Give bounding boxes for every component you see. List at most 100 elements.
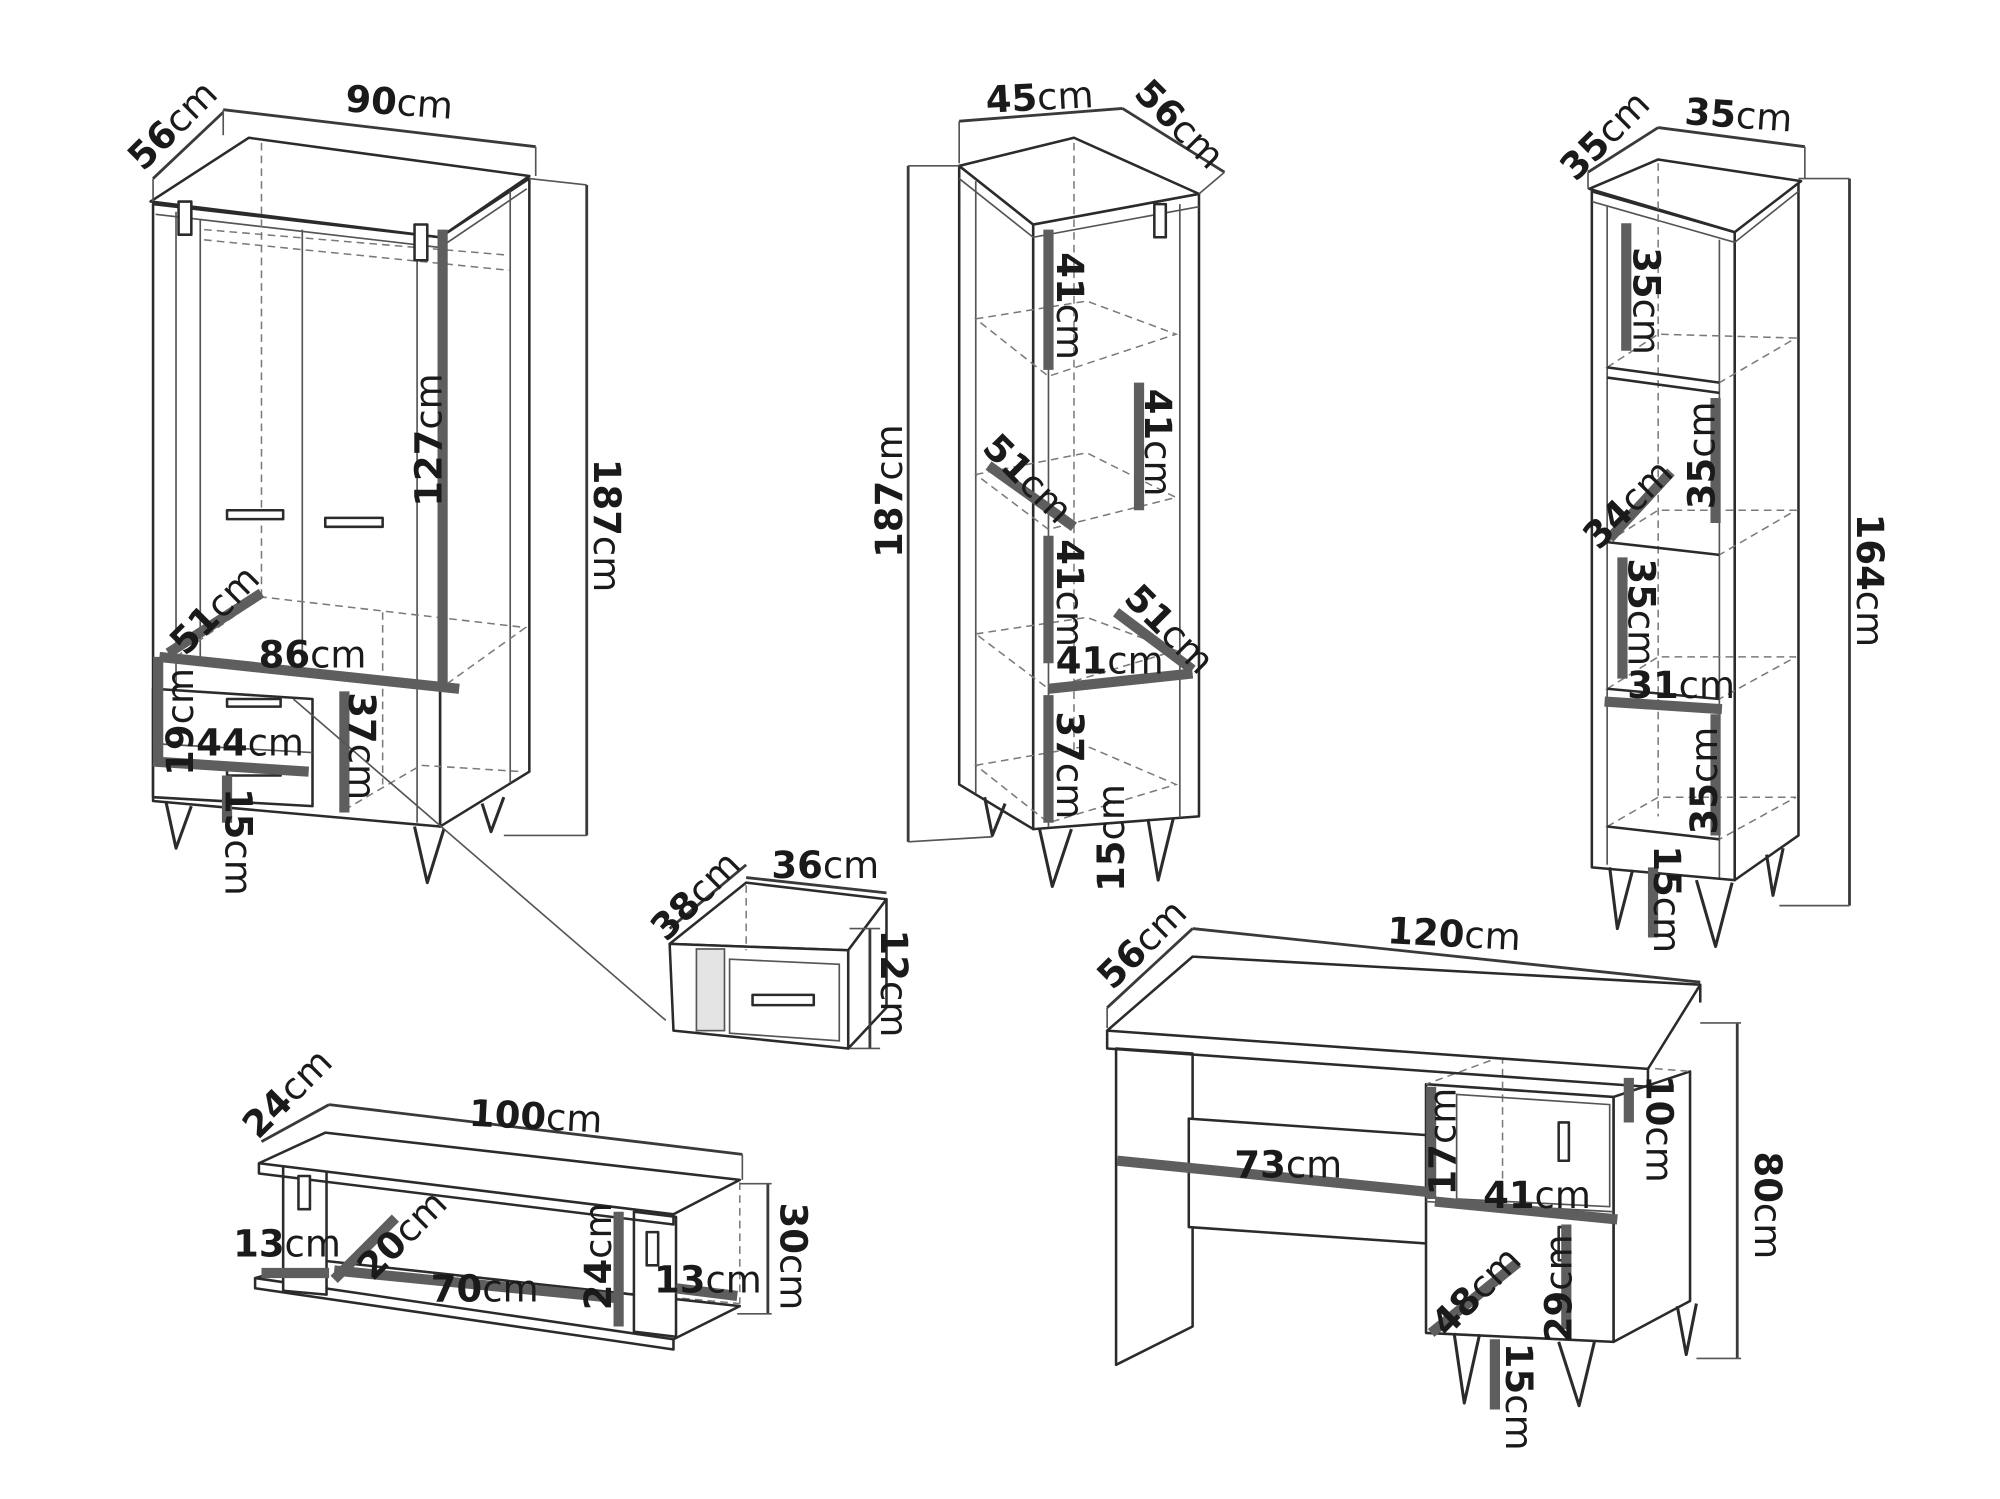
dimension-value: 12 bbox=[873, 930, 916, 981]
wall-shelf-depth-label: 24cm bbox=[234, 1040, 341, 1147]
dimension-line bbox=[1587, 126, 1659, 174]
dimension-value: 45 bbox=[985, 76, 1039, 122]
narrow-shelf-board bbox=[1607, 687, 1720, 701]
narrow-shelf-compartment-1-label: 35cm bbox=[1625, 247, 1668, 355]
dimension-line bbox=[1192, 927, 1701, 984]
dimension-line bbox=[328, 1103, 743, 1156]
drawer-front-panel bbox=[728, 958, 841, 1042]
desk-width-label: 120cm bbox=[1386, 909, 1522, 959]
dimension-value: 15 bbox=[1089, 840, 1132, 891]
dimension-unit: cm bbox=[1537, 1234, 1580, 1290]
dimension-value: 35 bbox=[1625, 247, 1668, 298]
dimension-value: 37 bbox=[341, 692, 384, 743]
dimension-line bbox=[1657, 126, 1806, 149]
dimension-value: 13 bbox=[654, 1258, 705, 1301]
wardrobe-drawer-width-label: 44cm bbox=[196, 721, 304, 764]
bookshelf-width-label: 45cm bbox=[985, 73, 1095, 122]
hairpin-leg bbox=[983, 796, 1007, 838]
dimension-line bbox=[152, 111, 225, 180]
dimension-value: 187 bbox=[868, 481, 911, 558]
dimension-bar bbox=[985, 461, 1077, 531]
dimension-value: 41 bbox=[1056, 639, 1107, 682]
hinge-icon bbox=[645, 1230, 660, 1267]
wardrobe bbox=[149, 108, 667, 1022]
dimension-bar bbox=[1604, 696, 1723, 715]
dimension-unit: cm bbox=[545, 1095, 604, 1141]
hinge-icon bbox=[1153, 202, 1168, 239]
bookshelf-height-label: 187cm bbox=[868, 424, 911, 558]
dimension-value: 164 bbox=[1848, 514, 1891, 591]
door-handle-left bbox=[225, 508, 285, 521]
narrow-shelf-top bbox=[1588, 158, 1803, 234]
dimension-value: 187 bbox=[586, 459, 629, 536]
narrow-shelf bbox=[1587, 126, 1851, 948]
bookshelf-shelf-hidden bbox=[973, 616, 1179, 690]
dimension-unit: cm bbox=[1049, 304, 1092, 360]
wardrobe-top bbox=[149, 136, 531, 239]
dimension-value: 19 bbox=[158, 724, 201, 775]
dimension-bar bbox=[1427, 1258, 1522, 1337]
dimension-unit: cm bbox=[873, 981, 916, 1037]
dimension-unit: cm bbox=[586, 536, 629, 592]
dimension-unit: cm bbox=[1421, 1088, 1464, 1144]
desk-height-label: 80cm bbox=[1746, 1151, 1789, 1259]
dimension-value: 70 bbox=[431, 1267, 482, 1310]
dimension-unit: cm bbox=[823, 843, 879, 886]
desk-drawer-front bbox=[1455, 1093, 1611, 1208]
desk-left-panel bbox=[1114, 1047, 1194, 1367]
hinge-icon bbox=[177, 200, 193, 236]
hinge-icon bbox=[297, 1174, 312, 1211]
desk-leg-height-label: 15cm bbox=[1498, 1343, 1541, 1451]
desk-drawer-height-label: 17cm bbox=[1421, 1088, 1464, 1196]
dimension-bar bbox=[152, 756, 310, 777]
wardrobe-width-label: 90cm bbox=[344, 77, 455, 127]
dimension-bar bbox=[158, 651, 460, 694]
dimension-value: 36 bbox=[771, 843, 822, 886]
dimension-unit: cm bbox=[1107, 639, 1163, 682]
wardrobe-lower-height-label: 37cm bbox=[341, 692, 384, 800]
dimension-unit: cm bbox=[248, 721, 304, 764]
dimension-value: 15 bbox=[1498, 1343, 1541, 1394]
extension-line bbox=[1198, 171, 1226, 195]
dimension-unit: cm bbox=[310, 633, 366, 676]
wall-shelf-right-ledge-label: 13cm bbox=[654, 1258, 762, 1301]
dimension-unit: cm bbox=[1746, 1203, 1789, 1259]
dimension-unit: cm bbox=[1679, 663, 1735, 706]
dimension-unit: cm bbox=[1463, 913, 1522, 959]
dimension-unit: cm bbox=[1089, 784, 1132, 840]
dimension-unit: cm bbox=[1625, 299, 1668, 355]
dimension-unit: cm bbox=[1049, 763, 1092, 819]
drawer-handle bbox=[225, 697, 282, 708]
dimension-unit: cm bbox=[482, 1267, 538, 1310]
dimension-value: 35 bbox=[1680, 458, 1723, 509]
hairpin-leg bbox=[1608, 867, 1635, 931]
drawer-height-label: 12cm bbox=[873, 930, 916, 1038]
wall-shelf-left-ledge-label: 13cm bbox=[233, 1222, 341, 1265]
dimension-value: 13 bbox=[233, 1222, 284, 1265]
hairpin-leg bbox=[1146, 817, 1175, 882]
wardrobe-height-label: 187cm bbox=[586, 459, 629, 593]
dimension-unit: cm bbox=[1620, 610, 1663, 666]
extension-line bbox=[908, 835, 993, 843]
narrow-shelf-board bbox=[1606, 825, 1720, 841]
narrow-shelf-board bbox=[1606, 366, 1720, 384]
narrow-shelf-inner-width-label: 31cm bbox=[1627, 663, 1735, 706]
hairpin-leg bbox=[1694, 879, 1734, 948]
drawer-handle bbox=[1557, 1121, 1571, 1163]
hairpin-leg bbox=[480, 796, 506, 834]
dimension-unit: cm bbox=[577, 1202, 620, 1258]
wardrobe-side-panel bbox=[438, 177, 531, 828]
dimension-bar bbox=[1047, 668, 1194, 694]
dimension-unit: cm bbox=[1638, 1126, 1681, 1182]
bookshelf-leg-height-label: 15cm bbox=[1089, 784, 1132, 892]
dimension-value: 17 bbox=[1421, 1144, 1464, 1195]
bookshelf-shelf-hidden bbox=[973, 452, 1179, 531]
hairpin-leg bbox=[1557, 1341, 1596, 1408]
bookshelf-bottom-hidden bbox=[973, 745, 1179, 824]
dimension-unit: cm bbox=[1498, 1394, 1541, 1450]
dimension-unit: cm bbox=[1286, 1143, 1342, 1186]
extension-line bbox=[529, 177, 587, 186]
dimension-value: 41 bbox=[1483, 1174, 1534, 1217]
dimension-bar bbox=[1605, 468, 1675, 542]
dimension-unit: cm bbox=[1137, 440, 1180, 496]
